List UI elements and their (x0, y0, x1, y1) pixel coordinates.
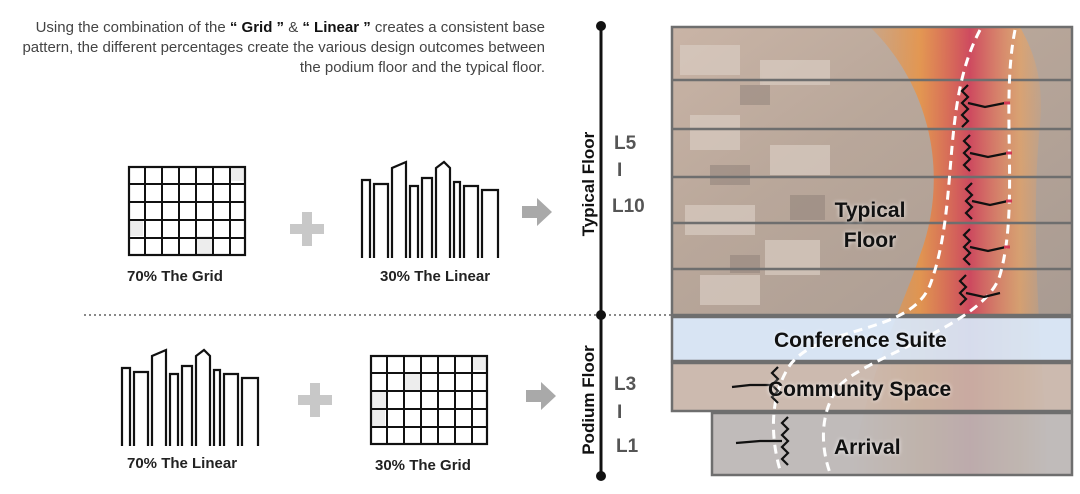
level-separator: I (617, 160, 623, 181)
typical-floor-label-line1: Typical (834, 199, 906, 222)
plus-icon (290, 212, 324, 246)
floor-axis (596, 21, 606, 481)
community-space-label: Community Space (768, 378, 952, 401)
level-separator: I (617, 402, 623, 423)
level-l5: L5 (614, 133, 637, 154)
intro-text: Using the combination of the “ Grid ” & … (10, 18, 545, 78)
caption-70-grid: 70% The Grid (127, 268, 223, 285)
intro-part-2: & (284, 19, 303, 36)
caption-30-grid: 30% The Grid (375, 457, 471, 474)
caption-30-linear: 30% The Linear (380, 268, 491, 285)
level-l1: L1 (616, 436, 639, 457)
linear-pattern-icon (360, 160, 500, 258)
arrival-label: Arrival (834, 436, 901, 459)
plus-icon (298, 383, 332, 417)
intro-part-1: Using the combination of the (35, 19, 230, 36)
intro-grid-word: “ Grid ” (229, 19, 285, 36)
typical-floor-label-line2: Floor (843, 229, 897, 252)
typical-floor-label: Typical Floor (800, 196, 940, 256)
intro-linear-word: “ Linear ” (302, 19, 371, 36)
typical-floor-axis-label: Typical Floor (579, 131, 598, 237)
intro-part-3: creates a consistent base pattern, the d… (22, 19, 545, 76)
dotted-divider (84, 314, 674, 316)
linear-pattern-icon (120, 348, 260, 446)
caption-70-linear: 70% The Linear (127, 455, 238, 472)
arrow-right-icon (526, 382, 556, 410)
building-section-illustration (670, 25, 1074, 477)
grid-pattern-icon (127, 165, 247, 257)
podium-floor-axis-label: Podium Floor (579, 345, 598, 455)
level-l10: L10 (612, 196, 645, 217)
arrow-right-icon (522, 198, 552, 226)
conference-suite-label: Conference Suite (774, 329, 947, 352)
level-l3: L3 (614, 374, 637, 395)
grid-pattern-icon (369, 354, 489, 446)
